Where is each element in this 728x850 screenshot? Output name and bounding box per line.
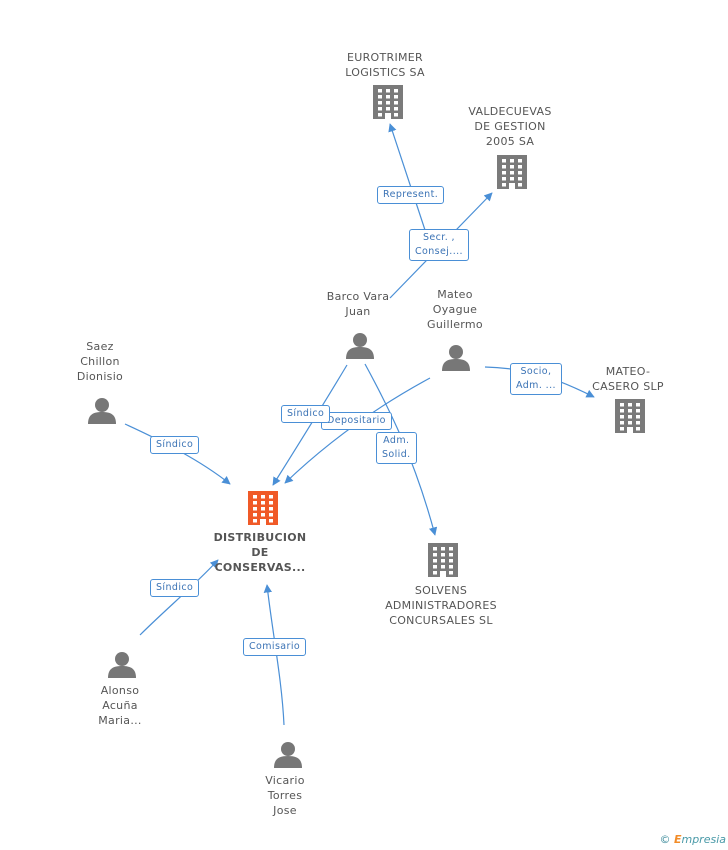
edge-label-comisario[interactable]: Comisario [243, 638, 307, 656]
node-label-line: Juan [345, 305, 371, 318]
node-distribucion[interactable]: DISTRIBUCION DE CONSERVAS... [200, 530, 320, 575]
node-label-line: Vicario [265, 774, 305, 787]
icons [88, 85, 645, 768]
rel-represent-edge [388, 123, 426, 231]
valdecuevas-building-icon[interactable] [497, 155, 527, 189]
edge-label-line: Socio, [520, 366, 552, 377]
footer-brand: © Empresia [659, 833, 726, 846]
edge-label-line: Síndico [287, 408, 325, 419]
rel-sindico-alonso-edge [139, 559, 219, 636]
node-mateo-casero[interactable]: MATEO- CASERO SLP [578, 364, 678, 394]
edge-label-line: Depositario [327, 415, 386, 426]
node-label-line: Alonso [100, 684, 140, 697]
node-label-line: Barco Vara [326, 290, 390, 303]
node-label-line: DE GESTION [474, 120, 546, 133]
node-valdecuevas[interactable]: VALDECUEVAS DE GESTION 2005 SA [455, 104, 565, 149]
edge-label-adm-solid[interactable]: Adm. Solid. [376, 432, 417, 464]
vicario-person-icon[interactable] [274, 742, 302, 768]
solvens-building-icon[interactable] [428, 543, 458, 577]
edge-label-line: Adm. [383, 435, 410, 446]
barco-person-icon[interactable] [346, 333, 374, 359]
node-label-line: Mateo [437, 288, 473, 301]
brand-logo: Empresia [674, 833, 726, 846]
edge-label-line: Síndico [156, 582, 194, 593]
brand-rest: mpresia [681, 833, 726, 846]
mateo-casero-building-icon[interactable] [615, 399, 645, 433]
node-eurotrimer[interactable]: EUROTRIMER LOGISTICS SA [330, 50, 440, 80]
edge-label-line: Síndico [156, 439, 194, 450]
rel-sindico-saez-edge [124, 423, 231, 485]
edge-label-line: Represent. [383, 189, 439, 200]
edge-label-sindico-barco[interactable]: Síndico [281, 405, 331, 423]
node-label-line: Chillon [80, 355, 120, 368]
node-label-line: DE [251, 546, 269, 559]
node-label-line: Dionisio [76, 370, 124, 383]
node-label-line: LOGISTICS SA [345, 66, 425, 79]
node-label-line: SOLVENS [414, 584, 468, 597]
node-label-line: Oyague [432, 303, 478, 316]
node-label-line: Saez [86, 340, 114, 353]
edge-label-secr-consej[interactable]: Secr. , Consej.... [409, 229, 469, 261]
mateo-oyague-person-icon[interactable] [442, 345, 470, 371]
edge-label-depositario[interactable]: Depositario [321, 412, 392, 430]
node-label-line: Maria... [98, 714, 142, 727]
distribucion-building-icon[interactable] [248, 491, 278, 525]
eurotrimer-building-icon[interactable] [373, 85, 403, 119]
node-label-line: EUROTRIMER [347, 51, 423, 64]
alonso-person-icon[interactable] [108, 652, 136, 678]
node-label-line: Acuña [102, 699, 138, 712]
saez-person-icon[interactable] [88, 398, 116, 424]
edge-label-sindico-saez[interactable]: Síndico [150, 436, 200, 454]
node-label-line: Torres [267, 789, 303, 802]
node-label-line: Jose [273, 804, 297, 817]
edge-label-represent[interactable]: Represent. [377, 186, 445, 204]
node-label-line: DISTRIBUCION [213, 531, 307, 544]
node-label-line: 2005 SA [485, 135, 535, 148]
node-solvens[interactable]: SOLVENS ADMINISTRADORES CONCURSALES SL [376, 583, 506, 628]
node-label-line: MATEO- [605, 365, 651, 378]
edge-label-line: Secr. , [422, 232, 455, 243]
edge-label-line: Consej.... [415, 246, 463, 257]
node-label-line: CONSERVAS... [214, 561, 306, 574]
node-label-line: Guillermo [427, 318, 483, 331]
rel-sindico-barco-edge [272, 364, 348, 486]
node-label-line: CONCURSALES SL [389, 614, 493, 627]
node-label-line: ADMINISTRADORES [385, 599, 497, 612]
edge-label-line: Solid. [382, 449, 411, 460]
edge-label-line: Adm. ... [516, 380, 556, 391]
edge-label-socio-adm[interactable]: Socio, Adm. ... [510, 363, 562, 395]
copyright-symbol: © [659, 833, 671, 846]
edge-label-sindico-alonso[interactable]: Síndico [150, 579, 200, 597]
brand-initial: E [673, 833, 682, 846]
node-label-line: CASERO SLP [592, 380, 664, 393]
node-label-line: VALDECUEVAS [468, 105, 552, 118]
edge-label-line: Comisario [249, 641, 301, 652]
